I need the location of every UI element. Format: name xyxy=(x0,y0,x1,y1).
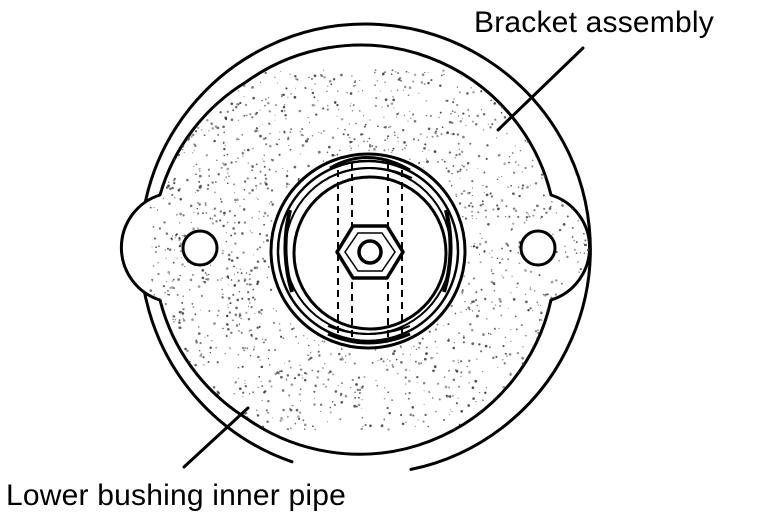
boss-ring-4 xyxy=(292,175,448,331)
bracket-assembly-label: Bracket assembly xyxy=(474,6,714,39)
hex-nut xyxy=(335,224,405,280)
left-mounting-hole xyxy=(181,229,219,267)
right-mounting-hole xyxy=(519,229,557,267)
lower-bushing-inner-pipe-label: Lower bushing inner pipe xyxy=(6,479,346,512)
bracket-assembly-leader xyxy=(496,46,585,132)
boss-ring-2 xyxy=(276,159,460,343)
stud-hole xyxy=(357,239,383,265)
lower-bushing-leader xyxy=(182,406,250,469)
outer-ring xyxy=(138,22,592,471)
